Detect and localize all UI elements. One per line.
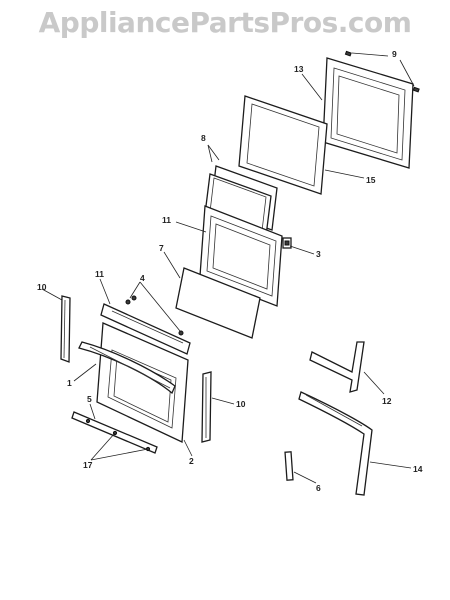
part-door-frame[interactable] xyxy=(238,95,328,195)
callout-9: 9 xyxy=(392,49,397,59)
part-screws-trim[interactable] xyxy=(125,295,184,336)
callout-1: 1 xyxy=(67,378,72,388)
callout-15: 14 xyxy=(413,464,423,474)
part-door-gasket[interactable] xyxy=(298,391,373,496)
callout-14: 13 xyxy=(294,64,304,74)
callout-5: 5 xyxy=(87,394,92,404)
part-left-side-trim[interactable] xyxy=(60,295,71,363)
callout-12: 11 xyxy=(162,215,171,225)
part-glass-pack[interactable] xyxy=(204,165,278,237)
part-outer-panel[interactable] xyxy=(322,57,414,169)
part-gasket-corner[interactable] xyxy=(309,341,365,393)
part-spacer[interactable] xyxy=(284,451,294,481)
callout-2: 2 xyxy=(189,456,194,466)
callout-16: 15 xyxy=(366,175,376,185)
part-screws-top[interactable] xyxy=(344,50,420,93)
callout-13: 12 xyxy=(382,396,392,406)
part-outer-door[interactable] xyxy=(96,322,189,443)
callout-10-left: 10 xyxy=(37,282,47,292)
callout-17: 17 xyxy=(83,460,93,470)
callout-4: 4 xyxy=(140,273,145,283)
leader-lines xyxy=(41,52,415,484)
callout-6: 6 xyxy=(316,483,321,493)
part-inner-glass-frame[interactable] xyxy=(199,205,283,307)
callout-8: 8 xyxy=(201,133,206,143)
watermark-logo: AppliancePartsPros.com xyxy=(38,6,412,39)
part-top-trim[interactable] xyxy=(100,303,191,355)
part-door-glass[interactable] xyxy=(175,267,261,339)
part-hinge-clip[interactable] xyxy=(282,237,292,249)
callout-3: 3 xyxy=(316,249,321,259)
callouts: 9 13 15 8 11 3 7 11 4 10 1 10 5 17 2 12 … xyxy=(37,49,423,493)
callout-10-right: 10 xyxy=(236,399,246,409)
part-right-side-trim[interactable] xyxy=(201,371,212,443)
callout-7: 7 xyxy=(159,243,164,253)
callout-11: 11 xyxy=(95,269,104,279)
part-door-handle[interactable] xyxy=(78,341,176,395)
